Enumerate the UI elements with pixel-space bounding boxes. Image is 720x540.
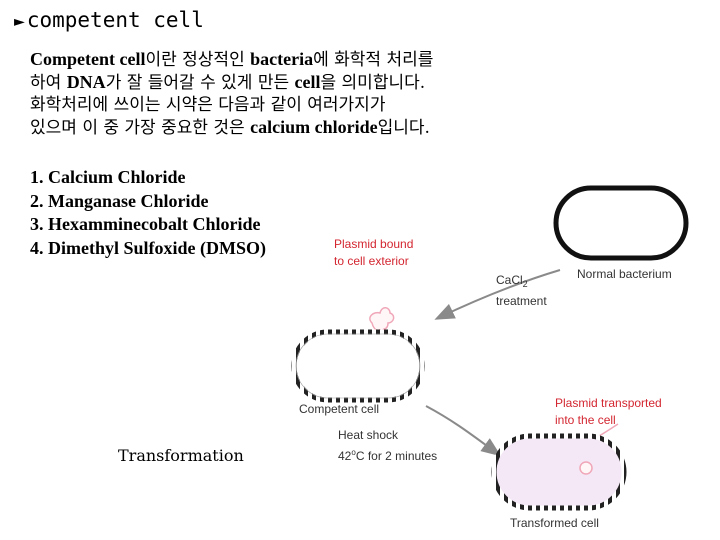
text-run: Plasmid transported <box>555 396 662 410</box>
text-run: 42 <box>338 449 351 463</box>
text-run: treatment <box>496 294 547 308</box>
normal-bacterium-cell <box>556 188 686 258</box>
transformed-cell <box>494 436 624 508</box>
text-run: CaCl <box>496 273 523 287</box>
label-heat-shock: Heat shock 42oC for 2 minutes <box>338 427 437 465</box>
text-run: 에 화학적 처리를 <box>313 50 433 70</box>
plasmid-bound-icon <box>370 308 394 331</box>
term-dna: DNA <box>67 72 106 92</box>
text-run: Heat shock <box>338 428 398 442</box>
description-line-3: 화학처리에 쓰이는 시약은 다음과 같이 여러가지가 <box>30 94 500 116</box>
text-run: 을 의미합니다. <box>321 73 426 93</box>
term-calcium-chloride: calcium chloride <box>250 117 377 137</box>
competent-cell <box>294 332 422 400</box>
slide-title: ►competent cell <box>14 8 204 32</box>
text-run: to cell exterior <box>334 254 409 268</box>
term-competent-cell: Competent cell <box>30 49 145 69</box>
text-run: into the cell <box>555 413 616 427</box>
figure-caption: Transformation <box>118 446 244 465</box>
text-run: 있으며 이 중 가장 중요한 것은 <box>30 118 250 138</box>
text-run: Plasmid bound <box>334 237 413 251</box>
text-run: 가 잘 들어갈 수 있게 만든 <box>106 73 295 93</box>
reagent-item: 3. Hexamminecobalt Chloride <box>30 213 266 237</box>
triangle-bullet-icon: ► <box>14 11 25 32</box>
description-line-1: Competent cell이란 정상적인 bacteria에 화학적 처리를 <box>30 48 500 71</box>
description-line-4: 있으며 이 중 가장 중요한 것은 calcium chloride입니다. <box>30 116 500 139</box>
slide-title-text: competent cell <box>27 8 204 32</box>
description-line-2: 하여 DNA가 잘 들어갈 수 있게 만든 cell을 의미합니다. <box>30 71 500 94</box>
description-paragraph: Competent cell이란 정상적인 bacteria에 화학적 처리를 … <box>30 48 500 139</box>
text-run: C for 2 minutes <box>356 449 437 463</box>
label-cacl2-treatment: CaCl2 treatment <box>496 272 547 310</box>
label-plasmid-transported: Plasmid transported into the cell <box>555 395 662 429</box>
text-run: 2 <box>523 279 528 289</box>
term-cell: cell <box>295 72 321 92</box>
text-run: 하여 <box>30 73 67 93</box>
text-run: 입니다. <box>378 118 430 138</box>
term-bacteria: bacteria <box>250 49 313 69</box>
reagent-item: 2. Manganase Chloride <box>30 190 266 214</box>
text-run: 이란 정상적인 <box>145 50 250 70</box>
label-plasmid-bound: Plasmid bound to cell exterior <box>334 236 413 270</box>
reagent-item: 1. Calcium Chloride <box>30 166 266 190</box>
label-transformed-cell: Transformed cell <box>510 515 599 532</box>
transformation-diagram <box>280 170 700 535</box>
label-normal-bacterium: Normal bacterium <box>577 266 672 283</box>
reagent-list: 1. Calcium Chloride 2. Manganase Chlorid… <box>30 166 266 260</box>
label-competent-cell: Competent cell <box>299 401 379 418</box>
reagent-item: 4. Dimethyl Sulfoxide (DMSO) <box>30 237 266 261</box>
internal-plasmid-icon <box>580 462 592 474</box>
